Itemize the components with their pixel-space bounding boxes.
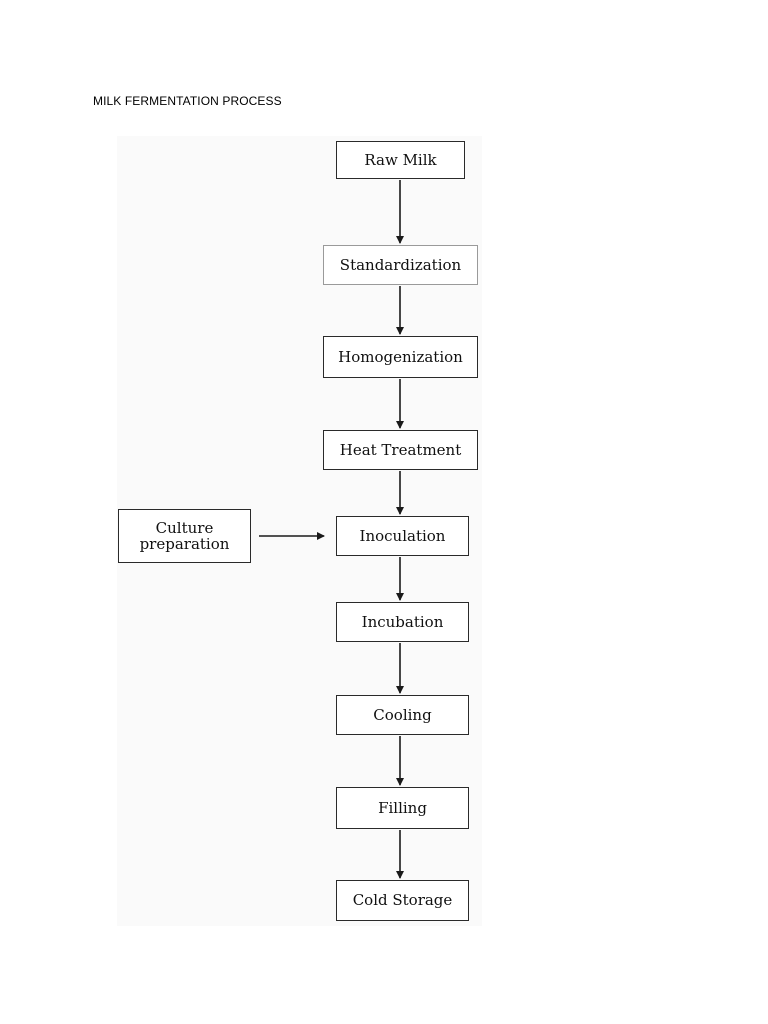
- step-cold-storage: Cold Storage: [336, 880, 469, 921]
- step-incubation: Incubation: [336, 602, 469, 642]
- step-label: Homogenization: [338, 347, 463, 366]
- step-label: Heat Treatment: [339, 440, 462, 459]
- step-label: Cold Storage: [352, 891, 453, 910]
- step-label: Standardization: [339, 255, 462, 274]
- step-homogenization: Homogenization: [323, 336, 478, 378]
- step-inoculation: Inoculation: [336, 516, 469, 556]
- step-cooling: Cooling: [336, 695, 469, 735]
- step-label: Cooling: [373, 705, 432, 724]
- step-label: Culture preparation: [139, 518, 230, 553]
- step-standardization: Standardization: [323, 245, 478, 285]
- page-title: MILK FERMENTATION PROCESS: [93, 94, 282, 108]
- step-label: Filling: [378, 798, 427, 817]
- step-heat-treatment: Heat Treatment: [323, 430, 478, 470]
- step-raw-milk: Raw Milk: [336, 141, 465, 179]
- step-label: Raw Milk: [364, 150, 437, 169]
- step-label: Inoculation: [359, 526, 446, 545]
- step-label: Incubation: [361, 612, 444, 631]
- step-culture-preparation: Culture preparation: [118, 509, 251, 563]
- step-filling: Filling: [336, 787, 469, 829]
